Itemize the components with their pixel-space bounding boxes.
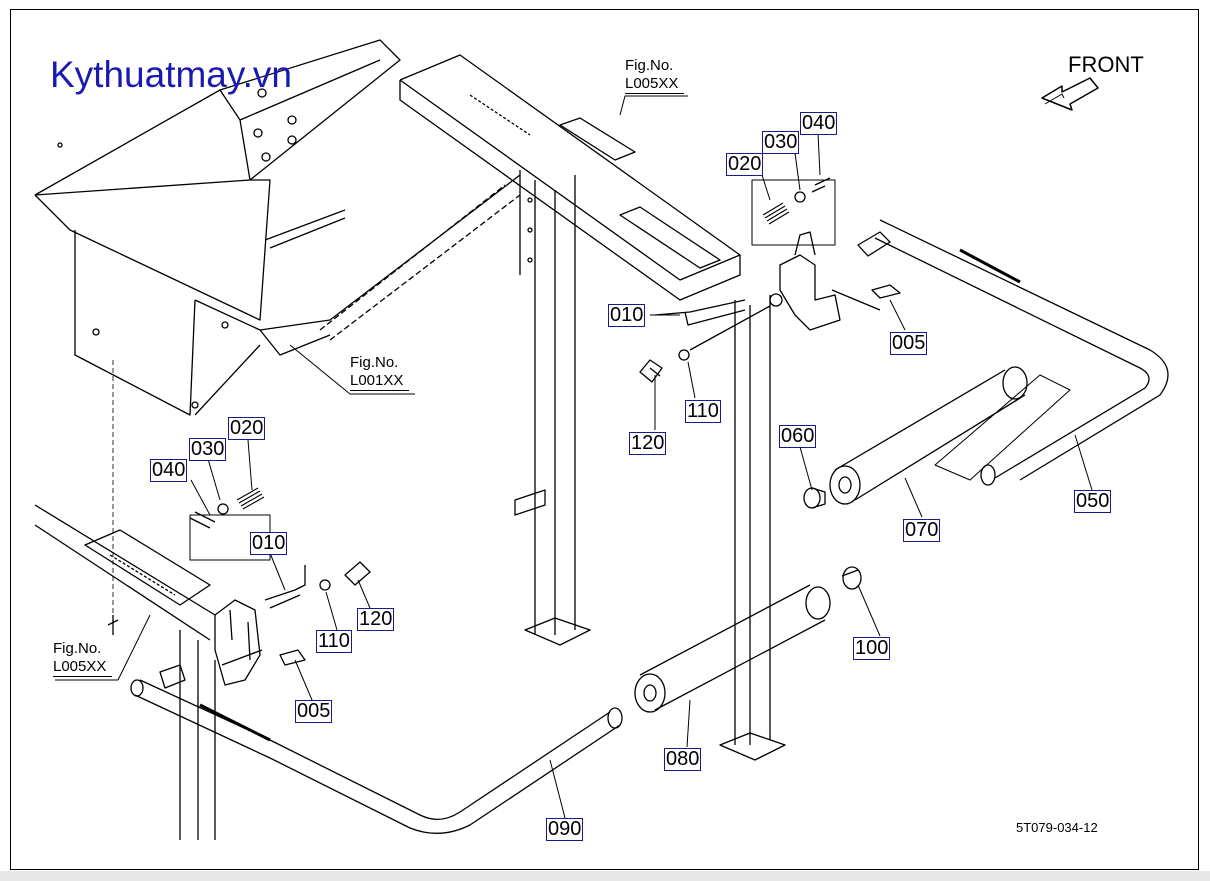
part-callout[interactable]: 030 (762, 131, 800, 154)
part-callout[interactable]: 100 (853, 637, 891, 660)
watermark-text: Kythuatmay.vn (50, 54, 292, 95)
part-callout[interactable]: 010 (250, 532, 288, 555)
part-callout[interactable]: 040 (800, 112, 838, 135)
fig-ref-top: Fig.No. L005XX (625, 57, 685, 94)
part-callout[interactable]: 090 (546, 818, 584, 841)
part-callout[interactable]: 020 (726, 153, 764, 176)
part-callout[interactable]: 040 (150, 459, 188, 482)
part-callout[interactable]: 050 (1074, 490, 1112, 513)
part-callout[interactable]: 060 (779, 425, 817, 448)
fig-ref-left-code: L005XX (53, 658, 113, 677)
part-callout[interactable]: 120 (357, 608, 395, 631)
part-callout[interactable]: 080 (664, 748, 702, 771)
bottom-strip (0, 871, 1210, 881)
fig-ref-middle: Fig.No. L001XX (350, 354, 410, 391)
fig-ref-left: Fig.No. L005XX (53, 640, 113, 677)
part-callout[interactable]: 070 (903, 519, 941, 542)
fig-ref-top-code: L005XX (625, 75, 685, 94)
part-callout[interactable]: 110 (685, 400, 721, 423)
part-callout[interactable]: 010 (608, 304, 646, 327)
part-callout[interactable]: 005 (890, 332, 928, 355)
part-callout[interactable]: 020 (228, 417, 266, 440)
fig-ref-middle-label: Fig.No. (350, 354, 399, 371)
fig-ref-top-label: Fig.No. (625, 57, 674, 74)
fig-ref-middle-code: L001XX (350, 372, 410, 391)
fig-ref-left-label: Fig.No. (53, 640, 102, 657)
drawing-code: 5T079-034-12 (1016, 820, 1098, 835)
part-callout[interactable]: 110 (316, 630, 352, 653)
part-callout[interactable]: 120 (629, 432, 667, 455)
part-callout[interactable]: 030 (189, 438, 227, 461)
front-direction-label: FRONT (1068, 52, 1144, 77)
part-callout[interactable]: 005 (295, 700, 333, 723)
